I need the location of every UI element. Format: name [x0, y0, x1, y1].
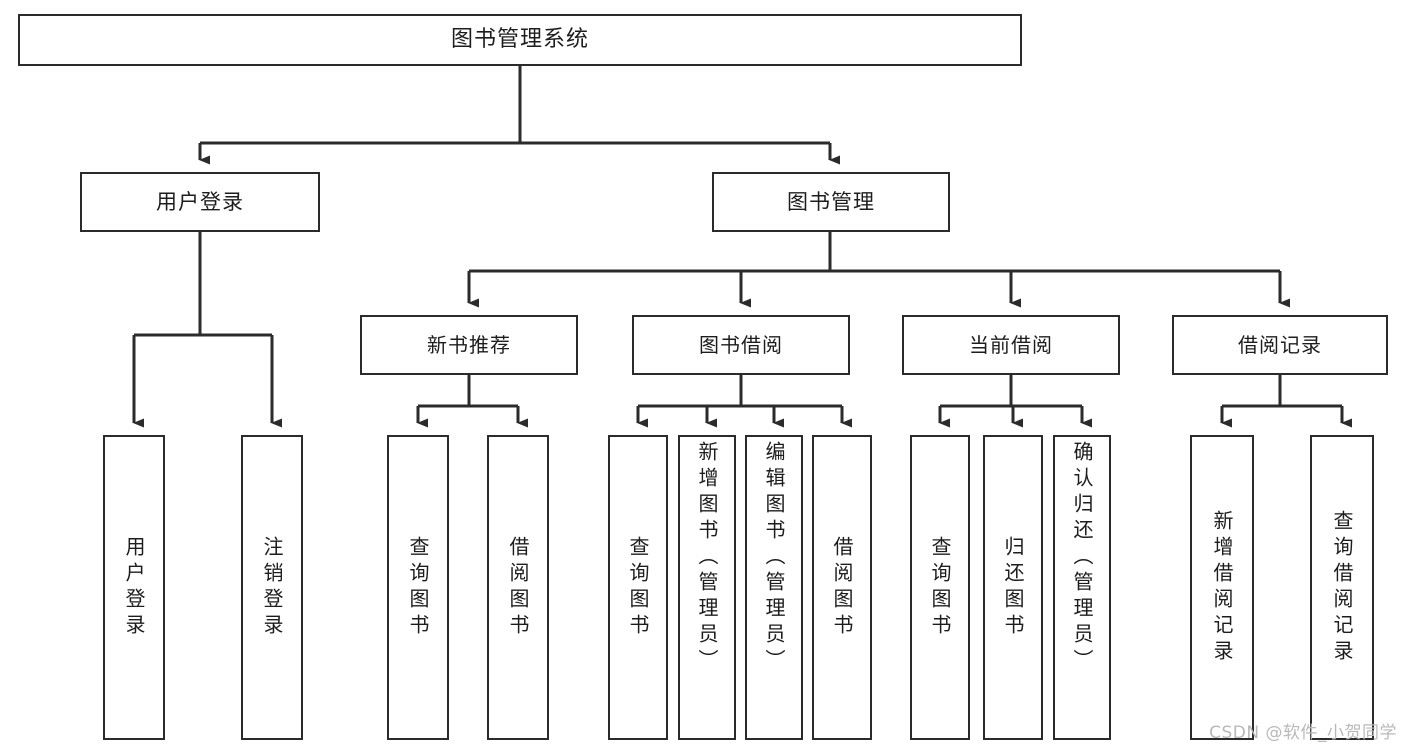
- node-book-management-system[interactable]: 图书管理系统: [18, 14, 1022, 66]
- leaf-inner: 新增借阅记录: [1210, 437, 1234, 738]
- node-user-login[interactable]: 用户登录: [80, 172, 320, 232]
- leaf-return-book[interactable]: 归还图书: [983, 435, 1043, 740]
- node-new-book-recommendation[interactable]: 新书推荐: [360, 315, 578, 375]
- node-label: 借阅记录: [1238, 332, 1322, 357]
- leaf-inner: 借阅图书: [830, 437, 854, 738]
- leaf-edit-book[interactable]: 编辑图书（管理员）: [745, 435, 803, 740]
- leaf-borrow-book-2[interactable]: 借阅图书: [812, 435, 872, 740]
- node-book-management[interactable]: 图书管理: [712, 172, 950, 232]
- node-book-borrowing[interactable]: 图书借阅: [632, 315, 850, 375]
- node-label: 查询图书: [928, 535, 952, 640]
- leaf-query-record[interactable]: 查询借阅记录: [1310, 435, 1374, 740]
- node-label: 新书推荐: [427, 332, 511, 357]
- node-label: 确认归还（管理员）: [1070, 441, 1094, 675]
- node-label: 查询借阅记录: [1330, 509, 1354, 666]
- node-label: 图书借阅: [699, 332, 783, 357]
- node-current-borrowing[interactable]: 当前借阅: [902, 315, 1120, 375]
- leaf-add-record[interactable]: 新增借阅记录: [1190, 435, 1254, 740]
- leaf-inner: 确认归还（管理员）: [1070, 437, 1094, 742]
- leaf-inner: 新增图书（管理员）: [695, 437, 719, 742]
- leaf-inner: 归还图书: [1001, 437, 1025, 738]
- leaf-confirm-return[interactable]: 确认归还（管理员）: [1053, 435, 1111, 740]
- node-label: 借阅图书: [830, 535, 854, 640]
- leaf-inner: 编辑图书（管理员）: [762, 437, 786, 742]
- node-label: 图书管理: [787, 189, 875, 214]
- node-label: 图书管理系统: [450, 27, 589, 53]
- leaf-query-book-2[interactable]: 查询图书: [608, 435, 668, 740]
- leaf-inner: 用户登录: [122, 437, 146, 738]
- leaf-user-login[interactable]: 用户登录: [103, 435, 165, 740]
- leaf-add-book[interactable]: 新增图书（管理员）: [678, 435, 736, 740]
- watermark-text: CSDN @软件_小贺同学: [1209, 723, 1397, 743]
- node-label: 当前借阅: [969, 332, 1053, 357]
- node-label: 借阅图书: [506, 535, 530, 640]
- leaf-query-book-3[interactable]: 查询图书: [910, 435, 970, 740]
- node-borrowing-record[interactable]: 借阅记录: [1172, 315, 1388, 375]
- leaf-inner: 查询图书: [626, 437, 650, 738]
- leaf-inner: 注销登录: [260, 437, 284, 738]
- node-label: 用户登录: [122, 535, 146, 640]
- leaf-inner: 借阅图书: [506, 437, 530, 738]
- node-label: 用户登录: [156, 189, 244, 214]
- node-label: 查询图书: [626, 535, 650, 640]
- leaf-borrow-book-1[interactable]: 借阅图书: [487, 435, 549, 740]
- node-label: 归还图书: [1001, 535, 1025, 640]
- node-label: 编辑图书（管理员）: [762, 441, 786, 675]
- node-label: 新增图书（管理员）: [695, 441, 719, 675]
- node-label: 注销登录: [260, 535, 284, 640]
- leaf-inner: 查询图书: [928, 437, 952, 738]
- leaf-inner: 查询图书: [406, 437, 430, 738]
- node-label: 新增借阅记录: [1210, 509, 1234, 666]
- leaf-inner: 查询借阅记录: [1330, 437, 1354, 738]
- leaf-query-book-1[interactable]: 查询图书: [387, 435, 449, 740]
- node-label: 查询图书: [406, 535, 430, 640]
- leaf-logout[interactable]: 注销登录: [241, 435, 303, 740]
